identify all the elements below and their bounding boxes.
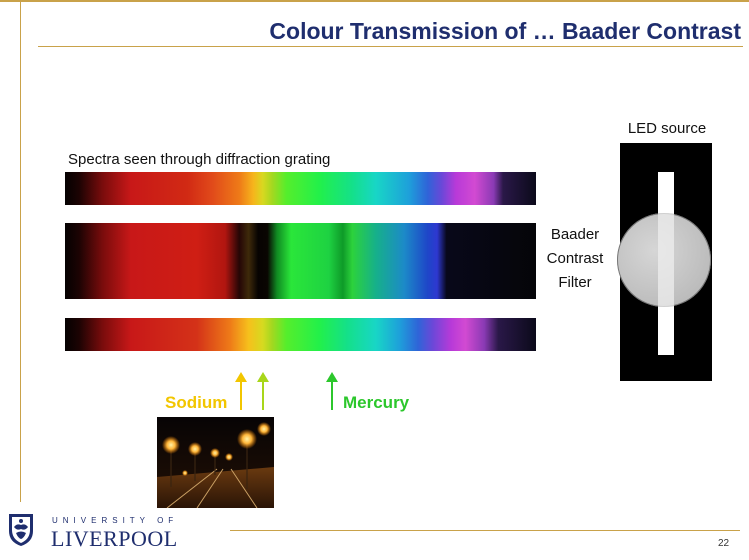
filter-label-line2: Contrast: [546, 250, 604, 267]
filter-label-line3: Filter: [558, 274, 592, 291]
filter-label-line1: Baader: [550, 226, 600, 243]
footer-rule: [230, 530, 740, 531]
slide-title: Colour Transmission of … Baader Contrast: [269, 18, 741, 44]
mercury-label: Mercury: [343, 393, 410, 412]
mercury-arrow-icon: [326, 372, 338, 410]
title-rule: [38, 46, 743, 47]
spectrum-strip-bottom: [65, 318, 536, 351]
filter-label: Baader Contrast Filter: [545, 223, 605, 295]
led-source-label: LED source: [627, 120, 707, 137]
spectrum-strip-top: [65, 172, 536, 205]
sodium-arrow-icon-2: [257, 372, 269, 410]
top-rule: [0, 0, 749, 2]
street-light-photo-graphic: [157, 417, 274, 508]
university-name-large: LIVERPOOL: [51, 526, 178, 551]
university-name-small: UNIVERSITY OF: [52, 516, 179, 525]
left-rule: [20, 2, 21, 502]
page-number: 22: [718, 538, 730, 549]
university-crest-icon: [8, 513, 34, 547]
sodium-label: Sodium: [165, 393, 228, 412]
street-light-photo: [157, 417, 274, 508]
spectrum-strip-filtered: [65, 223, 536, 299]
filter-disc-slit: [658, 213, 674, 307]
sodium-arrow-icon: [235, 372, 247, 410]
spectra-caption: Spectra seen through diffraction grating: [68, 151, 331, 168]
